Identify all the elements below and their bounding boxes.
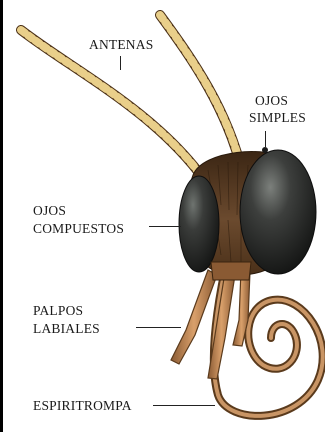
- label-antenas: ANTENAS: [89, 37, 153, 53]
- label-palpos-labiales-line2: LABIALES: [33, 320, 100, 338]
- label-palpos-labiales: PALPOS LABIALES: [33, 302, 100, 338]
- label-espiritrompa: ESPIRITROMPA: [33, 398, 132, 414]
- right-antenna: [160, 15, 243, 175]
- label-ojos-simples-line2: SIMPLES: [249, 109, 306, 126]
- leader-espiritrompa: [153, 405, 215, 406]
- label-ojos-simples: OJOS SIMPLES: [249, 92, 306, 126]
- leader-antenas: [120, 56, 121, 70]
- labial-palps: [171, 270, 250, 379]
- label-ojos-compuestos: OJOS COMPUESTOS: [33, 202, 124, 238]
- simple-eye: [262, 147, 268, 153]
- mouthparts-base: [211, 262, 251, 280]
- leader-ojos-compuestos: [149, 226, 181, 227]
- label-ojos-simples-line1: OJOS: [249, 92, 306, 109]
- label-ojos-compuestos-line1: OJOS: [33, 202, 124, 220]
- right-compound-eye: [240, 150, 316, 274]
- leader-palpos-labiales: [136, 327, 181, 328]
- left-compound-eye: [179, 176, 219, 272]
- label-ojos-compuestos-line2: COMPUESTOS: [33, 220, 124, 238]
- leader-ojos-simples: [265, 131, 266, 147]
- label-palpos-labiales-line1: PALPOS: [33, 302, 100, 320]
